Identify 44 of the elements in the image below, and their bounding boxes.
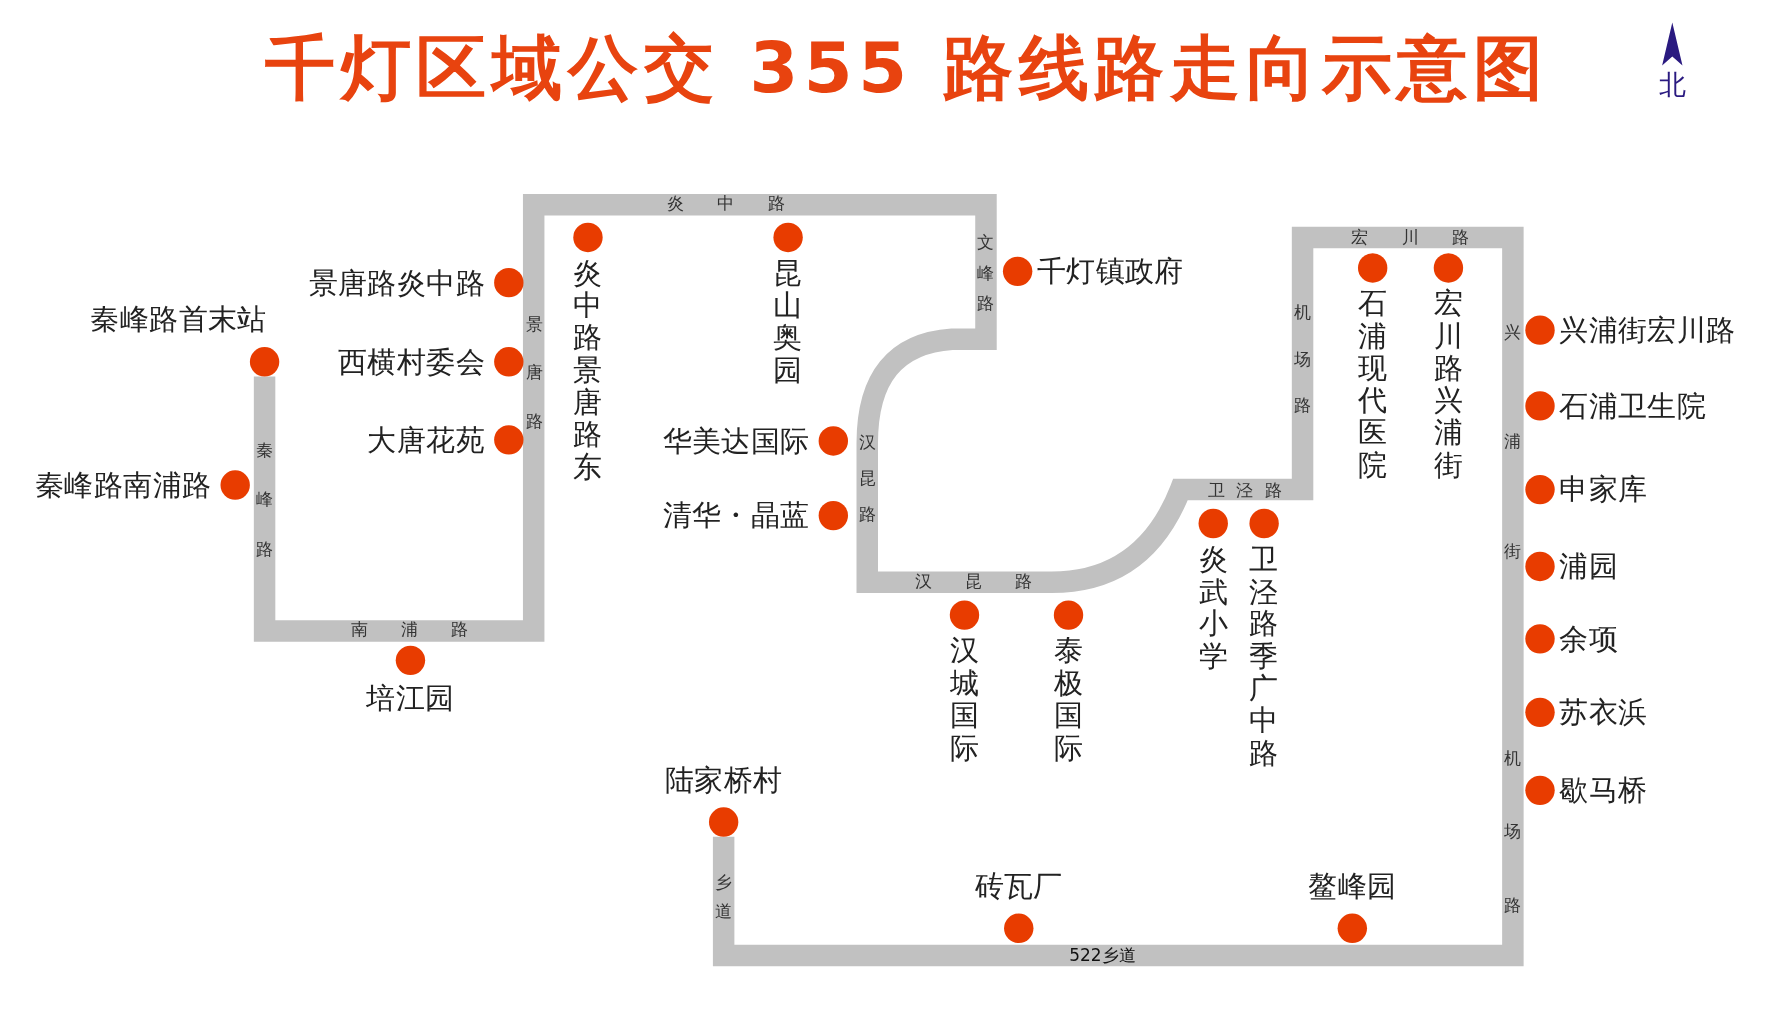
road-name: 兴浦街: [1504, 320, 1522, 564]
stop-name: 陆家桥村: [664, 763, 783, 796]
road-name: 南浦路: [350, 619, 501, 641]
stop-name: 泰极国际: [1053, 634, 1084, 764]
stop-name: 培江园: [366, 681, 455, 715]
stop-name: 歇马桥: [1559, 774, 1648, 807]
stop-name: 千灯镇政府: [1036, 255, 1184, 288]
road-name: 文峰路: [977, 231, 995, 316]
stop-name: 西横村委会: [338, 345, 486, 378]
stop-name: 景唐路炎中路: [308, 266, 486, 299]
road-name: 汉昆路: [858, 430, 876, 527]
road-name: 机场路: [1294, 301, 1312, 418]
stop-name: 华美达国际: [662, 424, 810, 458]
stop-name: 余项: [1559, 622, 1619, 655]
stop-name: 兴浦街宏川路: [1559, 314, 1736, 347]
stop-name: 汉城国际: [949, 634, 980, 764]
stop-name: 昆山奥园: [773, 256, 803, 386]
stop-name: 宏川路兴浦街: [1433, 287, 1464, 482]
road-name: 炎中路: [665, 192, 820, 215]
stop-name: 清华・晶蓝: [662, 499, 810, 532]
stop-name: 卫泾路季广中路: [1249, 542, 1279, 770]
road-name: 景唐路: [526, 312, 544, 434]
stop-name: 秦峰路南浦路: [35, 468, 212, 502]
stop-name: 浦园: [1559, 550, 1619, 583]
stop-name: 炎中路景唐路东: [573, 256, 603, 483]
stop-name: 炎武小学: [1198, 542, 1228, 673]
road-name: 卫泾路: [1207, 480, 1293, 502]
stop-name: 砖瓦厂: [974, 869, 1063, 903]
bus-route-line: [253, 193, 1524, 967]
stop-name: 石浦现代医院: [1357, 287, 1388, 482]
road-name: 机场路: [1504, 746, 1522, 918]
north-label: 北: [1658, 67, 1686, 103]
road-name: 522乡道: [1069, 944, 1136, 967]
stop-name: 申家库: [1559, 473, 1648, 506]
stop-name: 苏衣浜: [1559, 696, 1648, 729]
stop-name: 鳌峰园: [1308, 869, 1397, 903]
road-name: 宏川路: [1349, 226, 1504, 249]
map-title: 千灯区域公交 355 路线路走向示意图: [264, 25, 1549, 111]
stop-name: 秦峰路首末站: [90, 303, 267, 336]
road-name: 秦峰路: [256, 438, 274, 562]
stop-name: 大唐花苑: [367, 423, 486, 456]
road-name: 汉昆路: [914, 571, 1065, 594]
stop-name: 石浦卫生院: [1559, 389, 1707, 423]
road-name: 乡道: [715, 870, 733, 924]
